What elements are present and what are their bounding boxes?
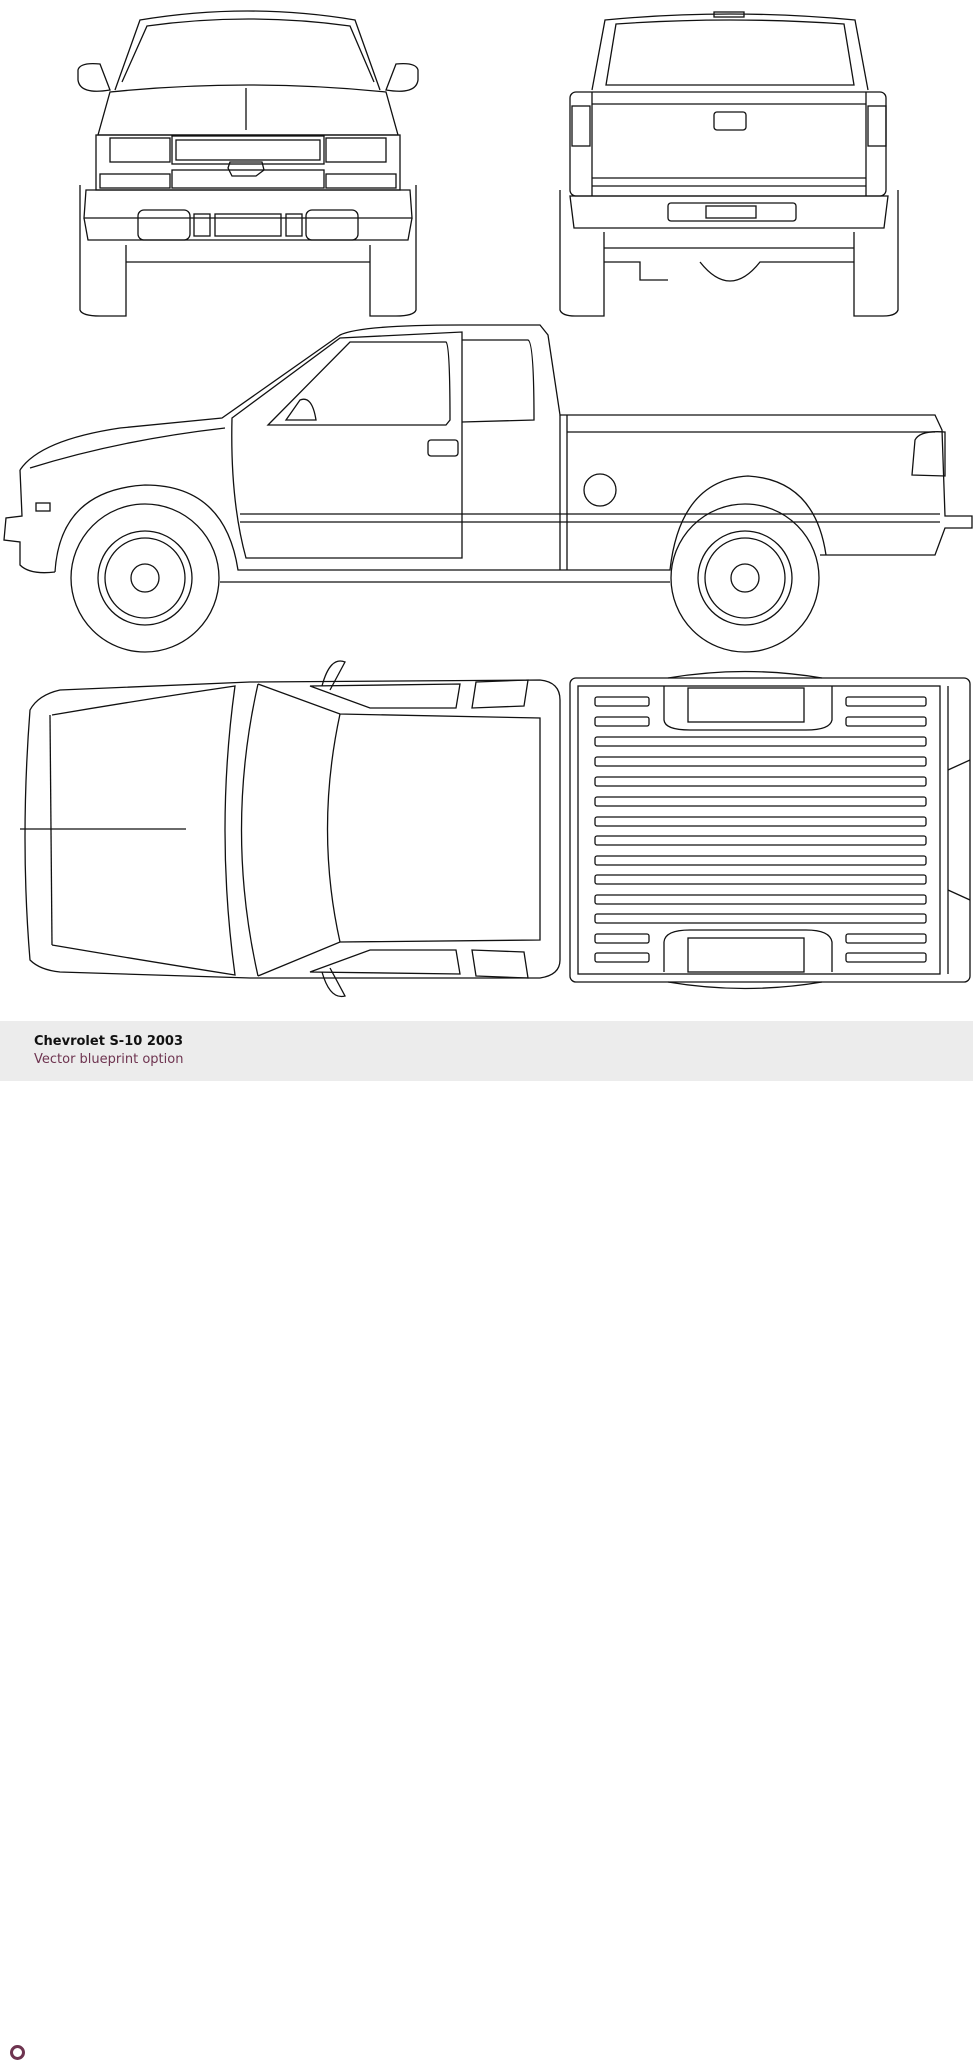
top-view [20, 660, 971, 998]
blueprint-drawing [3, 10, 973, 998]
rear-view [559, 11, 899, 317]
caption-title: Chevrolet S-10 2003 [34, 1034, 183, 1049]
caption-bar: Chevrolet S-10 2003 Vector blueprint opt… [0, 1021, 973, 2060]
front-view [77, 10, 419, 317]
caption-subtitle: Vector blueprint option [34, 1052, 184, 1067]
side-view [3, 324, 973, 653]
ring-icon [10, 2045, 25, 2060]
